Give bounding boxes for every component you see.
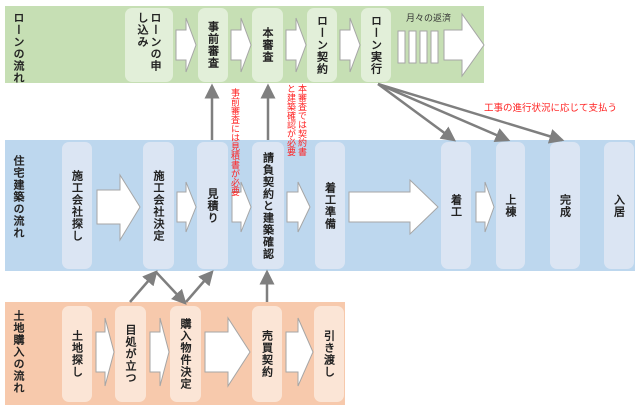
connector-prospect-to-property — [155, 271, 187, 305]
block-arrow — [230, 17, 252, 73]
loan-flow-label: ローンの流れ — [12, 12, 25, 84]
payment-note: 工事の進行状況に応じて支払う — [484, 103, 618, 114]
repayment-arrow — [443, 12, 485, 78]
block-arrow — [339, 17, 361, 73]
build-step-decide-builder: 施工会社決定 — [143, 142, 174, 269]
loan-step-contract: ローン契約 — [307, 8, 337, 82]
loan-step-pre-screening: 事前審査 — [198, 8, 228, 82]
land-step-search: 土地探し — [62, 306, 92, 402]
block-arrow — [475, 181, 495, 233]
block-arrow — [96, 173, 141, 242]
block-arrow — [175, 17, 197, 73]
step-label: 入居 — [612, 193, 626, 218]
repayment-label: 月々の返済 — [406, 14, 452, 24]
step-label: 上棟 — [504, 193, 517, 218]
step-label: 完成 — [558, 193, 572, 218]
block-arrow — [286, 181, 311, 233]
pre-screening-note: 事前審査には見積書が必要 — [229, 88, 239, 196]
step-label: 本審査 — [261, 27, 274, 63]
step-label: 購入物件決定 — [179, 318, 192, 390]
block-arrow — [204, 316, 251, 388]
land-step-decide-property: 購入物件決定 — [170, 306, 201, 402]
land-step-prospect: 目処が立つ — [115, 306, 146, 402]
build-step-find-builder: 施工会社探し — [62, 142, 92, 269]
connector-execution-to-completion — [377, 82, 565, 144]
build-step-groundbreaking: 着工 — [441, 142, 471, 269]
step-label: ローンの申し込み — [136, 12, 162, 72]
connector-prospect-to-decide-builder — [129, 270, 158, 303]
land-step-sale-contract: 売買契約 — [252, 306, 282, 402]
build-step-completion: 完成 — [550, 142, 580, 269]
loan-step-main-screening: 本審査 — [252, 8, 283, 82]
repayment-tick — [397, 30, 406, 64]
step-label: 引き渡し — [322, 330, 336, 378]
block-arrow — [231, 181, 252, 233]
connector-property-to-estimate — [185, 270, 214, 303]
block-arrow — [285, 17, 307, 73]
build-step-preparation: 着工準備 — [315, 142, 345, 269]
step-label: ローン実行 — [369, 15, 383, 75]
repayment-tick — [408, 30, 417, 64]
build-step-estimate: 見積り — [197, 142, 228, 269]
loan-step-execution: ローン実行 — [361, 8, 391, 82]
land-flow-label: 土地購入の流れ — [12, 310, 25, 394]
main-screening-note: 本審査では契約書と建築確認が必要 — [285, 84, 306, 156]
step-label: 着工 — [449, 193, 463, 218]
step-label: 着工準備 — [323, 181, 337, 230]
step-label: 施工会社決定 — [152, 169, 165, 242]
repayment-tick — [419, 30, 428, 64]
step-label: 土地探し — [70, 330, 84, 378]
step-label: 売買契約 — [260, 330, 274, 378]
step-label: 見積り — [206, 187, 219, 224]
block-arrow — [348, 178, 439, 236]
block-arrow — [285, 317, 314, 387]
loan-step-application: ローンの申し込み — [125, 8, 173, 82]
connector-execution-to-groundbreaking — [377, 82, 457, 142]
connector-execution-to-framing — [377, 82, 511, 142]
step-label: ローン契約 — [315, 15, 329, 75]
block-arrow — [95, 317, 115, 387]
land-step-handover: 引き渡し — [314, 306, 344, 402]
build-step-framing: 上棟 — [496, 142, 525, 269]
step-label: 事前審査 — [206, 21, 220, 69]
step-label: 施工会社探し — [70, 169, 84, 242]
repayment-tick — [430, 30, 439, 64]
build-flow-label: 住宅建築の流れ — [12, 155, 25, 239]
block-arrow — [176, 181, 197, 233]
step-label: 目処が立つ — [124, 324, 137, 384]
step-label: 請負契約と建築確認 — [261, 151, 275, 260]
build-step-contract-confirmation: 請負契約と建築確認 — [252, 142, 284, 269]
block-arrow — [149, 317, 170, 387]
build-step-move-in: 入居 — [604, 142, 634, 269]
